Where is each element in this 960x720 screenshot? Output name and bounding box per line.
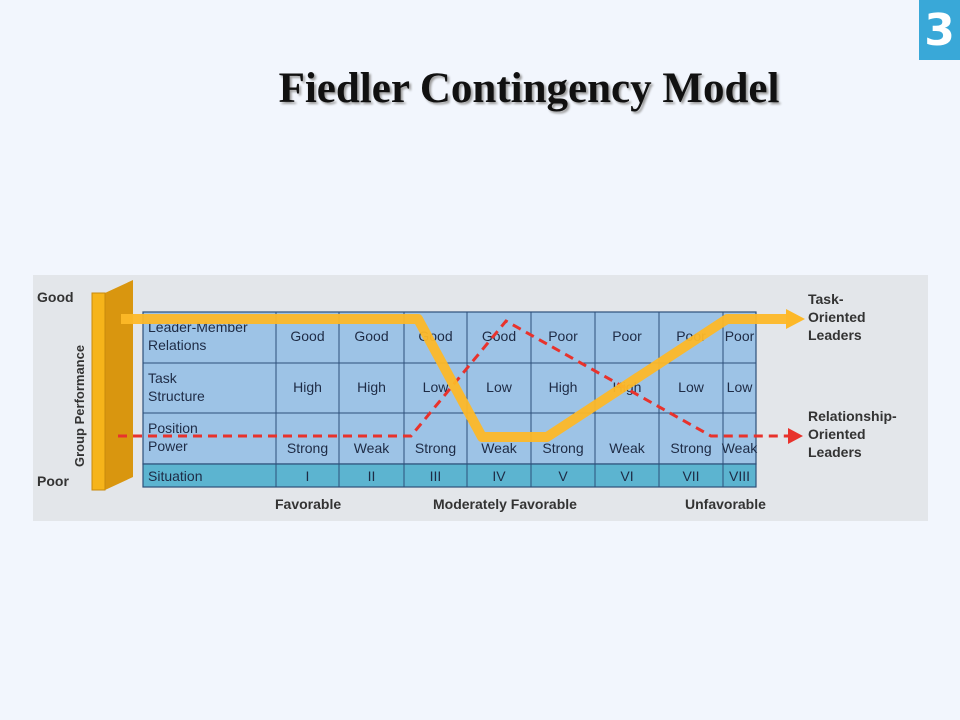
row-label: Position — [148, 420, 198, 436]
axis-poor-label: Poor — [37, 473, 69, 489]
situation-row-background — [142, 463, 757, 488]
situation-value: VII — [682, 468, 699, 484]
cell-value: Strong — [287, 440, 328, 456]
row-label: Structure — [148, 388, 205, 404]
cell-value: Good — [290, 328, 324, 344]
slide-title: Fiedler Contingency Model — [278, 65, 780, 112]
situation-value: II — [368, 468, 376, 484]
cell-value: Strong — [670, 440, 711, 456]
performance-bar-side — [105, 280, 133, 490]
cell-value: Weak — [609, 440, 646, 456]
situation-value: VIII — [729, 468, 750, 484]
row-label: Task — [148, 370, 178, 386]
cell-value: Strong — [542, 440, 583, 456]
legend-relationship-text: Relationship- — [808, 408, 897, 424]
situation-value: I — [306, 468, 310, 484]
cell-value: Low — [486, 379, 513, 395]
cell-value: Low — [423, 379, 450, 395]
legend-relationship-text: Oriented — [808, 426, 866, 442]
axis-good-label: Good — [37, 289, 74, 305]
cell-value: Poor — [548, 328, 578, 344]
task-oriented-line — [121, 314, 788, 442]
cell-value: Low — [678, 379, 705, 395]
relationship-arrowhead — [788, 428, 803, 444]
legend-task-text: Oriented — [808, 309, 866, 325]
legend-task-text: Leaders — [808, 327, 862, 343]
legend-task-text: Task- — [808, 291, 844, 307]
situation-value: IV — [492, 468, 506, 484]
slide-number-badge: 3 — [919, 0, 960, 60]
cell-value: Strong — [415, 440, 456, 456]
cell-value: High — [357, 379, 386, 395]
cell-value: High — [293, 379, 322, 395]
contingency-diagram: Good Poor Group Performance Leader-Membe… — [33, 275, 928, 521]
situation-value: VI — [620, 468, 633, 484]
cell-value: Poor — [725, 328, 755, 344]
cell-value: Good — [354, 328, 388, 344]
cell-value: Weak — [354, 440, 391, 456]
legend-relationship-text: Leaders — [808, 444, 862, 460]
moderately-favorable-label: Moderately Favorable — [433, 496, 577, 512]
cell-value: Low — [727, 379, 754, 395]
situation-value: III — [430, 468, 442, 484]
cell-value: Weak — [481, 440, 518, 456]
unfavorable-label: Unfavorable — [685, 496, 766, 512]
grid-background — [142, 311, 757, 465]
row-label: Power — [148, 438, 188, 454]
performance-bar — [91, 292, 106, 491]
situation-value: V — [558, 468, 568, 484]
cell-value: Good — [482, 328, 516, 344]
row-label: Relations — [148, 337, 206, 353]
cell-value: Poor — [612, 328, 642, 344]
relationship-oriented-line — [118, 319, 788, 438]
favorable-label: Favorable — [275, 496, 341, 512]
axis-title: Group Performance — [72, 345, 87, 467]
task-arrowhead — [786, 309, 805, 329]
cell-value: High — [549, 379, 578, 395]
cell-value: Weak — [722, 440, 759, 456]
situation-label: Situation — [148, 468, 202, 484]
